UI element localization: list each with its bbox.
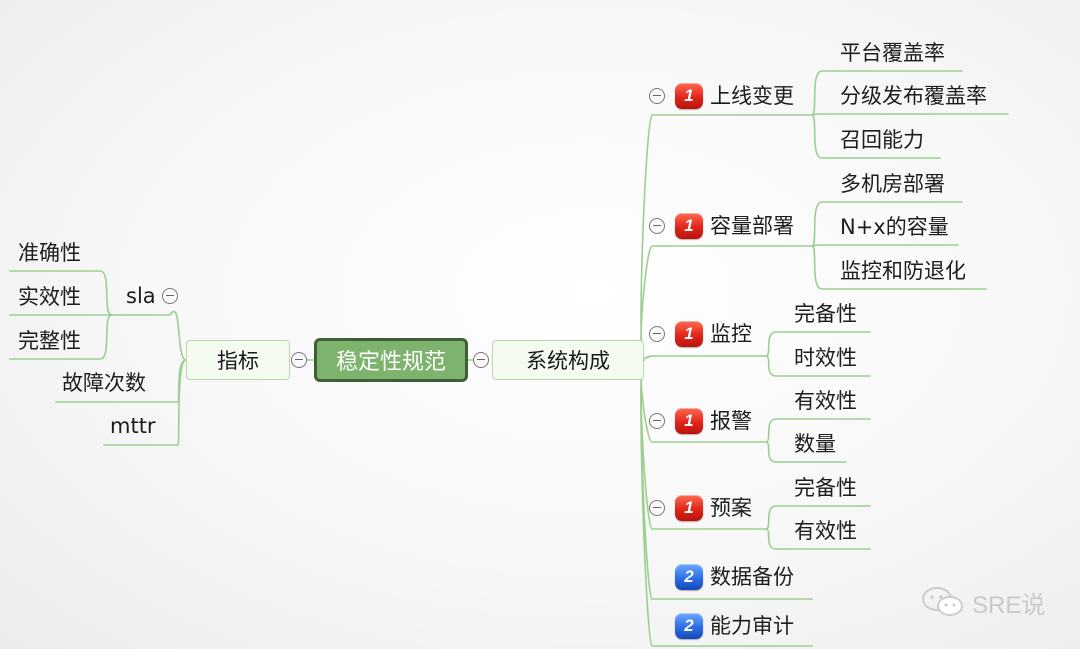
topic-capability-audit[interactable]: 能力审计 [710, 614, 794, 638]
watermark-text: SRE说 [972, 591, 1046, 619]
topic-metrics[interactable]: 指标 [186, 340, 290, 380]
priority-1-icon: 1 [675, 213, 703, 239]
topic-capacity-deploy[interactable]: 容量部署 [710, 214, 794, 238]
collapse-plan-toggle-icon[interactable] [649, 500, 665, 516]
release-child-platform-coverage[interactable]: 平台覆盖率 [840, 41, 945, 65]
topic-sla[interactable]: sla [126, 284, 156, 308]
sla-child-accuracy[interactable]: 准确性 [18, 241, 81, 265]
collapse-left-toggle-icon[interactable] [291, 352, 307, 368]
plan-child-validity[interactable]: 有效性 [794, 519, 857, 543]
capacity-child-multi-dc[interactable]: 多机房部署 [840, 172, 945, 196]
priority-1-icon: 1 [675, 495, 703, 521]
release-child-recall[interactable]: 召回能力 [840, 128, 924, 152]
topic-contingency-plan[interactable]: 预案 [710, 496, 752, 520]
release-child-graded-coverage[interactable]: 分级发布覆盖率 [840, 84, 987, 108]
alerting-child-quantity[interactable]: 数量 [794, 432, 836, 456]
plan-child-completeness[interactable]: 完备性 [794, 476, 857, 500]
topic-failure-count[interactable]: 故障次数 [62, 371, 146, 395]
collapse-sla-toggle-icon[interactable] [162, 288, 178, 304]
sla-child-completeness[interactable]: 完整性 [18, 329, 81, 353]
collapse-alerting-toggle-icon[interactable] [649, 413, 665, 429]
priority-1-icon: 1 [675, 408, 703, 434]
priority-2-icon: 2 [675, 613, 703, 639]
topic-alerting[interactable]: 报警 [710, 409, 752, 433]
collapse-monitoring-toggle-icon[interactable] [649, 326, 665, 342]
collapse-capacity-toggle-icon[interactable] [649, 218, 665, 234]
sla-child-effectiveness[interactable]: 实效性 [18, 285, 81, 309]
topic-data-backup[interactable]: 数据备份 [710, 565, 794, 589]
priority-1-icon: 1 [675, 321, 703, 347]
central-topic[interactable]: 稳定性规范 [314, 338, 468, 382]
alerting-child-validity[interactable]: 有效性 [794, 389, 857, 413]
capacity-child-nx[interactable]: N+x的容量 [840, 215, 949, 239]
collapse-release-toggle-icon[interactable] [649, 88, 665, 104]
watermark: SRE说 [920, 585, 1045, 619]
capacity-child-monitor[interactable]: 监控和防退化 [840, 259, 966, 283]
topic-system-composition[interactable]: 系统构成 [492, 340, 644, 380]
wechat-icon [922, 587, 963, 616]
monitoring-child-completeness[interactable]: 完备性 [794, 302, 857, 326]
topic-monitoring[interactable]: 监控 [710, 322, 752, 346]
monitoring-child-timeliness[interactable]: 时效性 [794, 346, 857, 370]
priority-2-icon: 2 [675, 564, 703, 590]
topic-mttr[interactable]: mttr [110, 414, 156, 438]
topic-release-change[interactable]: 上线变更 [710, 84, 794, 108]
priority-1-icon: 1 [675, 83, 703, 109]
collapse-right-toggle-icon[interactable] [473, 352, 489, 368]
